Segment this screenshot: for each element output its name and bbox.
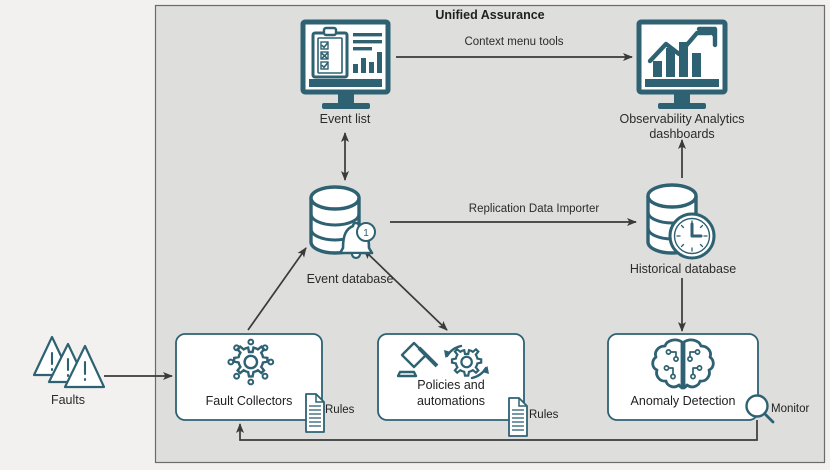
edge-label-replication-data-importer: Replication Data Importer xyxy=(468,203,600,215)
monitor-trend-chart-icon xyxy=(636,19,728,109)
container-title: Unified Assurance xyxy=(435,8,545,22)
fault-collectors-label: Fault Collectors xyxy=(205,394,293,408)
magnifier-icon xyxy=(745,394,775,424)
edge-label-context-menu-tools: Context menu tools xyxy=(464,36,564,48)
anomaly-detection-label: Anomaly Detection xyxy=(630,394,736,408)
fault-collectors-rules-label: Rules xyxy=(325,404,355,416)
anomaly-detection-monitor-label: Monitor xyxy=(771,403,810,415)
database-clock-icon xyxy=(646,183,716,260)
warning-triangles-icon xyxy=(32,335,106,389)
edge-collectors-to-eventdb xyxy=(247,247,307,331)
document-rules-icon xyxy=(508,397,528,437)
edge-anomaly-feedback-loop xyxy=(236,420,758,441)
policies-rules-label: Rules xyxy=(529,409,559,421)
gavel-gear-refresh-icon xyxy=(396,341,489,380)
monitor-checklist-chart-icon xyxy=(300,19,391,109)
policies-box xyxy=(377,333,525,421)
edge-eventdb-policies xyxy=(363,249,448,331)
event-db-badge-count: 1 xyxy=(363,228,369,239)
gear-dots-icon xyxy=(227,338,275,386)
brain-circuit-icon xyxy=(651,338,715,390)
document-rules-icon xyxy=(305,393,325,433)
database-bell-badge-icon: 1 xyxy=(309,185,376,260)
policies-label: Policies and automations xyxy=(416,378,486,408)
